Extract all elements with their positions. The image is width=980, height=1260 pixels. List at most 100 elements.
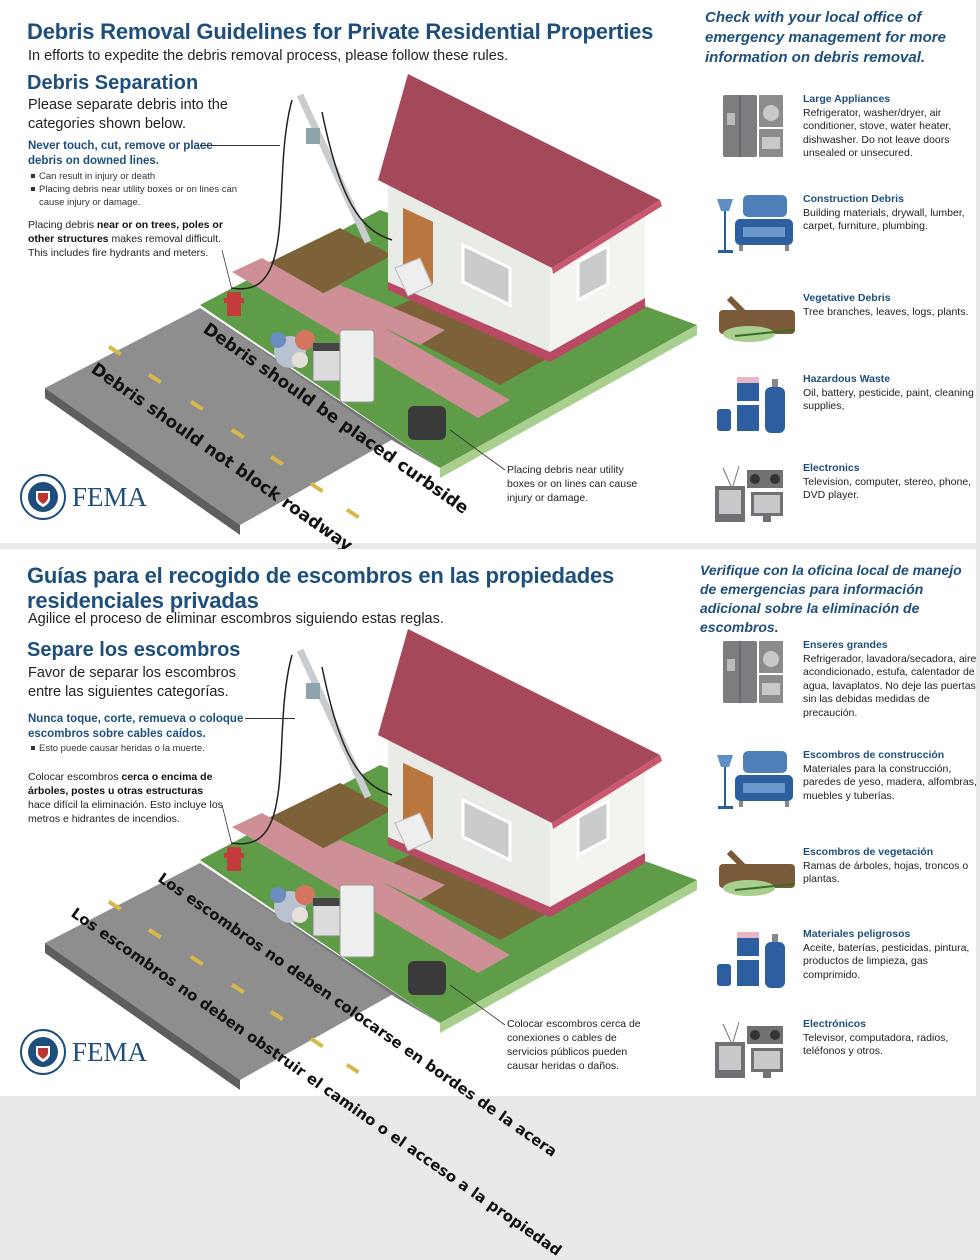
note-bold: near or on trees, poles or other structu… — [28, 219, 223, 245]
bullet-item: Can result in injury or death — [30, 170, 260, 183]
house-roof — [378, 74, 660, 268]
category-name: Materiales peligrosos — [803, 928, 911, 940]
fema-logo: FEMA — [20, 474, 147, 520]
note-text: hace difícil la eliminación. Esto incluy… — [28, 799, 223, 825]
road-lane-marks — [107, 345, 360, 519]
fema-logo: FEMA — [20, 1029, 147, 1075]
power-line — [231, 654, 293, 845]
house-window — [576, 798, 610, 858]
road-curb — [200, 308, 440, 468]
section-text: Favor de separar los escombros entre las… — [28, 665, 236, 700]
hydrant-leader-line — [221, 249, 233, 291]
road — [45, 863, 395, 1080]
english-panel: Debris Removal Guidelines for Private Re… — [0, 0, 976, 698]
warning-leader-line — [245, 718, 295, 719]
section-text: Please separate debris into the categori… — [28, 97, 228, 132]
lawn-edge — [440, 880, 697, 1033]
category-name: Enseres grandes — [803, 639, 888, 651]
house-window — [461, 797, 512, 863]
electronics-icon-graphic — [715, 1021, 783, 1078]
trees-note: Placing debris near or on trees, poles o… — [28, 218, 228, 260]
category-name: Large Appliances — [803, 93, 891, 105]
road-lane-marks — [107, 900, 360, 1074]
note-bold: cerca o encima de árboles, postes u otra… — [28, 771, 213, 797]
utility-callout: Colocar escombros cerca de conexiones o … — [507, 1018, 641, 1072]
dirt-patch — [372, 835, 580, 940]
road-curb — [200, 863, 440, 1023]
stove — [312, 342, 342, 382]
bullet-item: Placing debris near utility boxes or on … — [30, 183, 260, 209]
utility-callout: Placing debris near utility boxes or on … — [507, 464, 638, 504]
page-subtitle: In efforts to expedite the debris remova… — [28, 48, 509, 64]
transformer — [306, 683, 320, 699]
house-scene-illustration — [0, 555, 700, 1105]
power-line — [321, 111, 393, 241]
trees-note: Colocar escombros cerca o encima de árbo… — [28, 770, 228, 826]
power-line — [231, 99, 293, 290]
house-scene-illustration — [0, 0, 700, 550]
category-name: Escombros de vegetación — [803, 846, 934, 858]
note-text: Colocar escombros — [28, 771, 122, 783]
warning-bullets: Can result in injury or death Placing de… — [30, 170, 260, 209]
log-icon-graphic — [719, 849, 796, 896]
appliances-icon-graphic — [723, 95, 783, 157]
warning-bullets: Esto puede causar heridas o la muerte. — [30, 742, 260, 755]
road-side — [45, 388, 240, 535]
log-icon-graphic — [719, 295, 796, 342]
spanish-panel: Guías para el recogido de escombros en l… — [0, 549, 977, 1260]
category-description: Materiales para la construcción, paredes… — [803, 762, 977, 802]
house-roof — [378, 629, 660, 823]
fema-wordmark: FEMA — [72, 481, 148, 512]
hydrant-leader-line — [221, 804, 233, 846]
hazardous-icon-graphic — [717, 377, 785, 433]
electronics-icon-graphic — [715, 465, 783, 522]
front-path — [318, 840, 445, 900]
dirt-patch — [372, 280, 580, 385]
page-subtitle: Agilice el proceso de eliminar escombros… — [28, 611, 444, 627]
road — [45, 308, 395, 525]
front-steps — [394, 257, 433, 297]
road-side — [45, 943, 240, 1090]
note-text: makes removal difficult. This includes f… — [28, 233, 221, 259]
downed-lines-warning: Nunca toque, corte, remueva o coloque es… — [28, 713, 244, 740]
furniture-icon-graphic — [717, 195, 793, 253]
fire-hydrant — [224, 847, 244, 871]
page-title: Guías para el recogido de escombros en l… — [27, 563, 615, 613]
category-name: Electrónicos — [803, 1018, 867, 1030]
warning-leader-line — [200, 145, 280, 146]
power-line — [321, 666, 393, 796]
category-name: Electronics — [803, 462, 860, 474]
utility-pole — [296, 648, 372, 799]
debris-pile — [270, 330, 315, 368]
category-description: Television, computer, stereo, phone, DVD… — [803, 475, 972, 502]
house-foundation — [388, 835, 645, 917]
utility-box — [408, 961, 446, 995]
utility-leader-line — [449, 984, 506, 1026]
roof-edge — [552, 755, 662, 829]
refrigerator — [339, 329, 375, 403]
furniture-icon-graphic — [717, 751, 793, 809]
category-name: Vegetative Debris — [803, 292, 891, 304]
refrigerator — [339, 884, 375, 958]
category-description: Refrigerator, washer/dryer, air conditio… — [803, 106, 952, 160]
appliances-icon-graphic — [723, 641, 783, 703]
front-steps — [394, 812, 433, 852]
check-local-office-note: Verifique con la oficina local de manejo… — [700, 562, 962, 635]
page-title: Debris Removal Guidelines for Private Re… — [27, 19, 654, 44]
utility-pole — [296, 93, 372, 244]
house-window — [461, 242, 512, 308]
check-local-office-note: Check with your local office of emergenc… — [705, 9, 946, 66]
dhs-seal-icon — [20, 1029, 66, 1075]
stove — [312, 897, 342, 937]
downed-lines-warning: Never touch, cut, remove or place debris… — [28, 140, 213, 167]
utility-box — [408, 406, 446, 440]
bullet-item: Esto puede causar heridas o la muerte. — [30, 742, 260, 755]
